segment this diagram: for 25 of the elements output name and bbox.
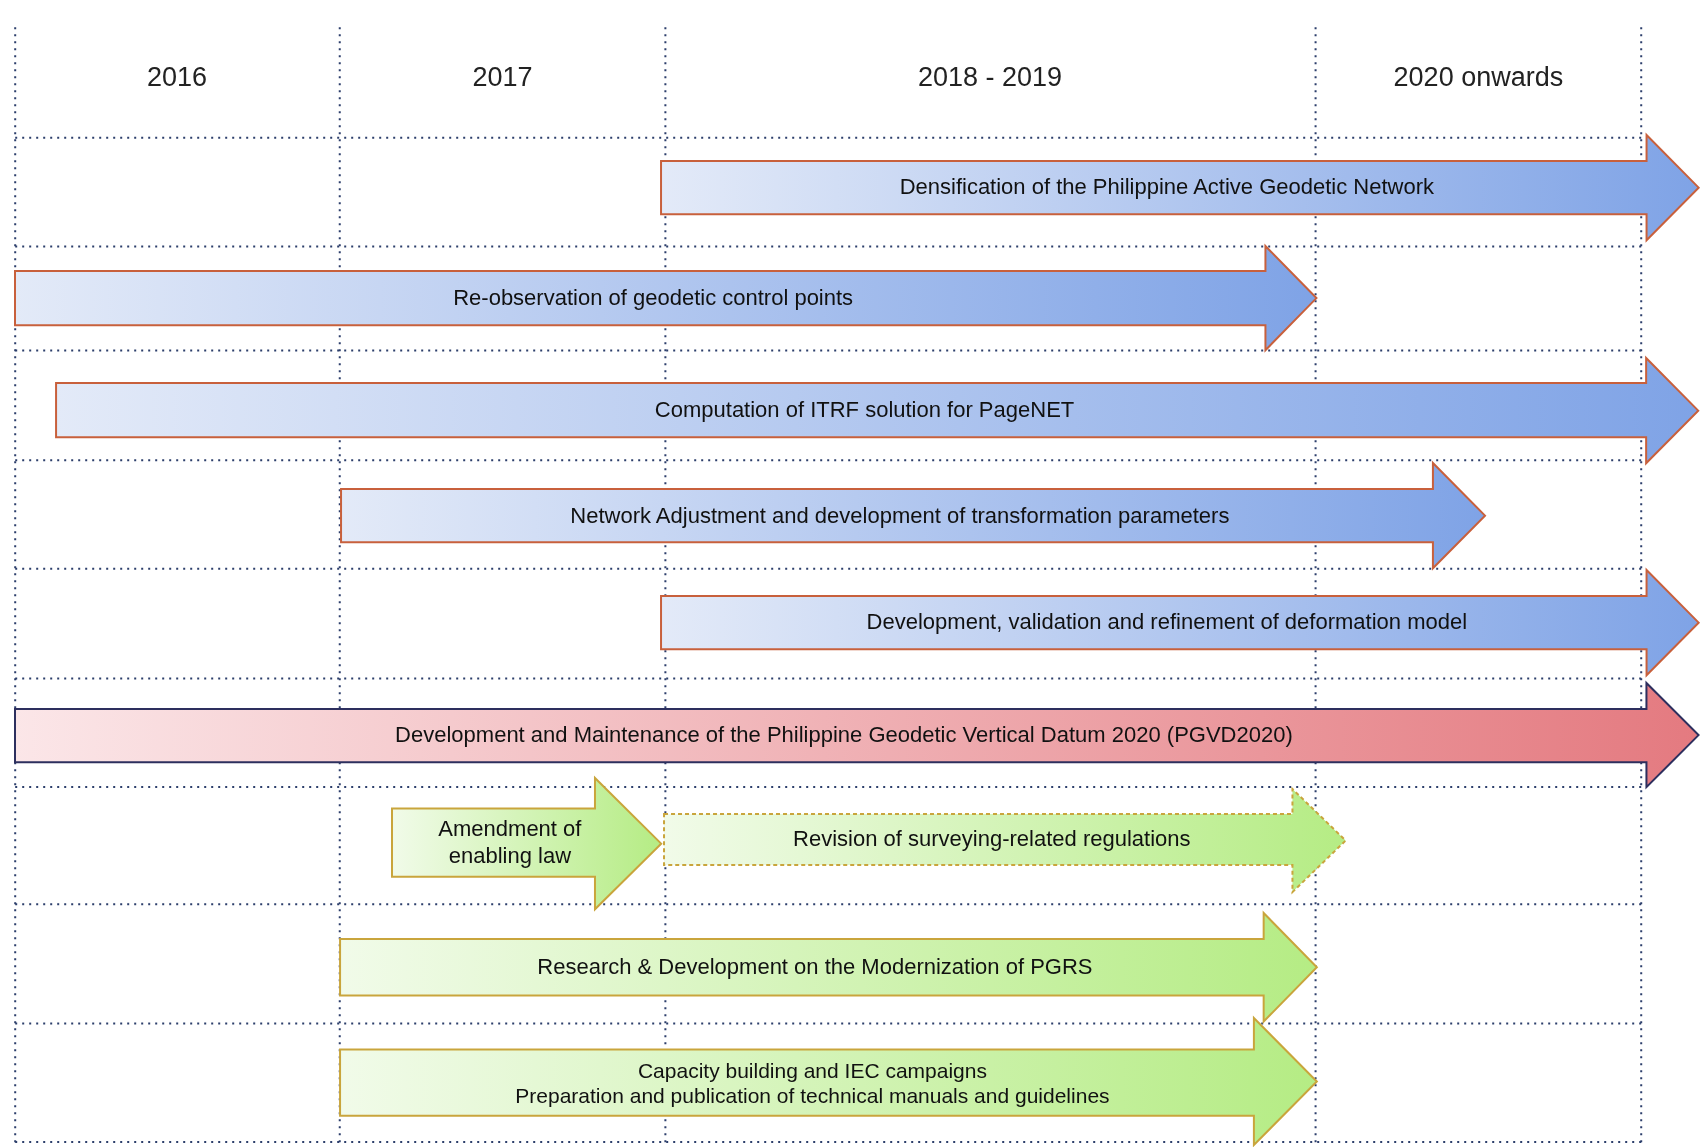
- arrow-label: Densification of the Philippine Active Geodetic Network: [899, 174, 1435, 201]
- timeline-task-bar: [15, 682, 1699, 787]
- arrow-label: Computation of ITRF solution for PageNET: [654, 397, 1075, 424]
- arrow-label: Research & Development on the Modernization of PGRS: [537, 953, 1093, 981]
- arrow-label: Re-observation of geodetic control points: [453, 285, 854, 312]
- year-heading: 2017: [472, 62, 533, 93]
- year-heading: 2018 - 2019: [917, 62, 1062, 93]
- arrow-label: Preparation and publication of technical manuals and guidelines: [515, 1082, 1110, 1108]
- arrow-label: Development and Maintenance of the Philippine Geodetic Vertical Datum 2020 (PGVD2020): [395, 722, 1293, 749]
- timeline-task-bar: [15, 246, 1317, 351]
- timeline-task-bar: [661, 134, 1699, 240]
- year-heading: 2016: [146, 62, 207, 93]
- timeline-task-bar: [661, 569, 1699, 676]
- timeline-task-bar: [339, 1018, 1317, 1146]
- arrow-label: Capacity building and IEC campaigns: [637, 1057, 987, 1083]
- timeline-task-bar: [664, 789, 1346, 893]
- year-heading: 2020 onwards: [1393, 62, 1564, 93]
- arrow-label: Network Adjustment and development of transformation parameters: [570, 502, 1230, 530]
- arrow-label: Revision of surveying-related regulations: [793, 826, 1191, 853]
- timeline-task-bar: [391, 778, 662, 910]
- timeline-task-bar: [56, 358, 1699, 464]
- timeline-task-bar: [340, 463, 1485, 569]
- arrow-label: Development, validation and refinement of deformation model: [866, 609, 1468, 636]
- timeline-task-bar: [339, 912, 1317, 1022]
- arrow-label: Amendment of enabling law: [437, 816, 583, 870]
